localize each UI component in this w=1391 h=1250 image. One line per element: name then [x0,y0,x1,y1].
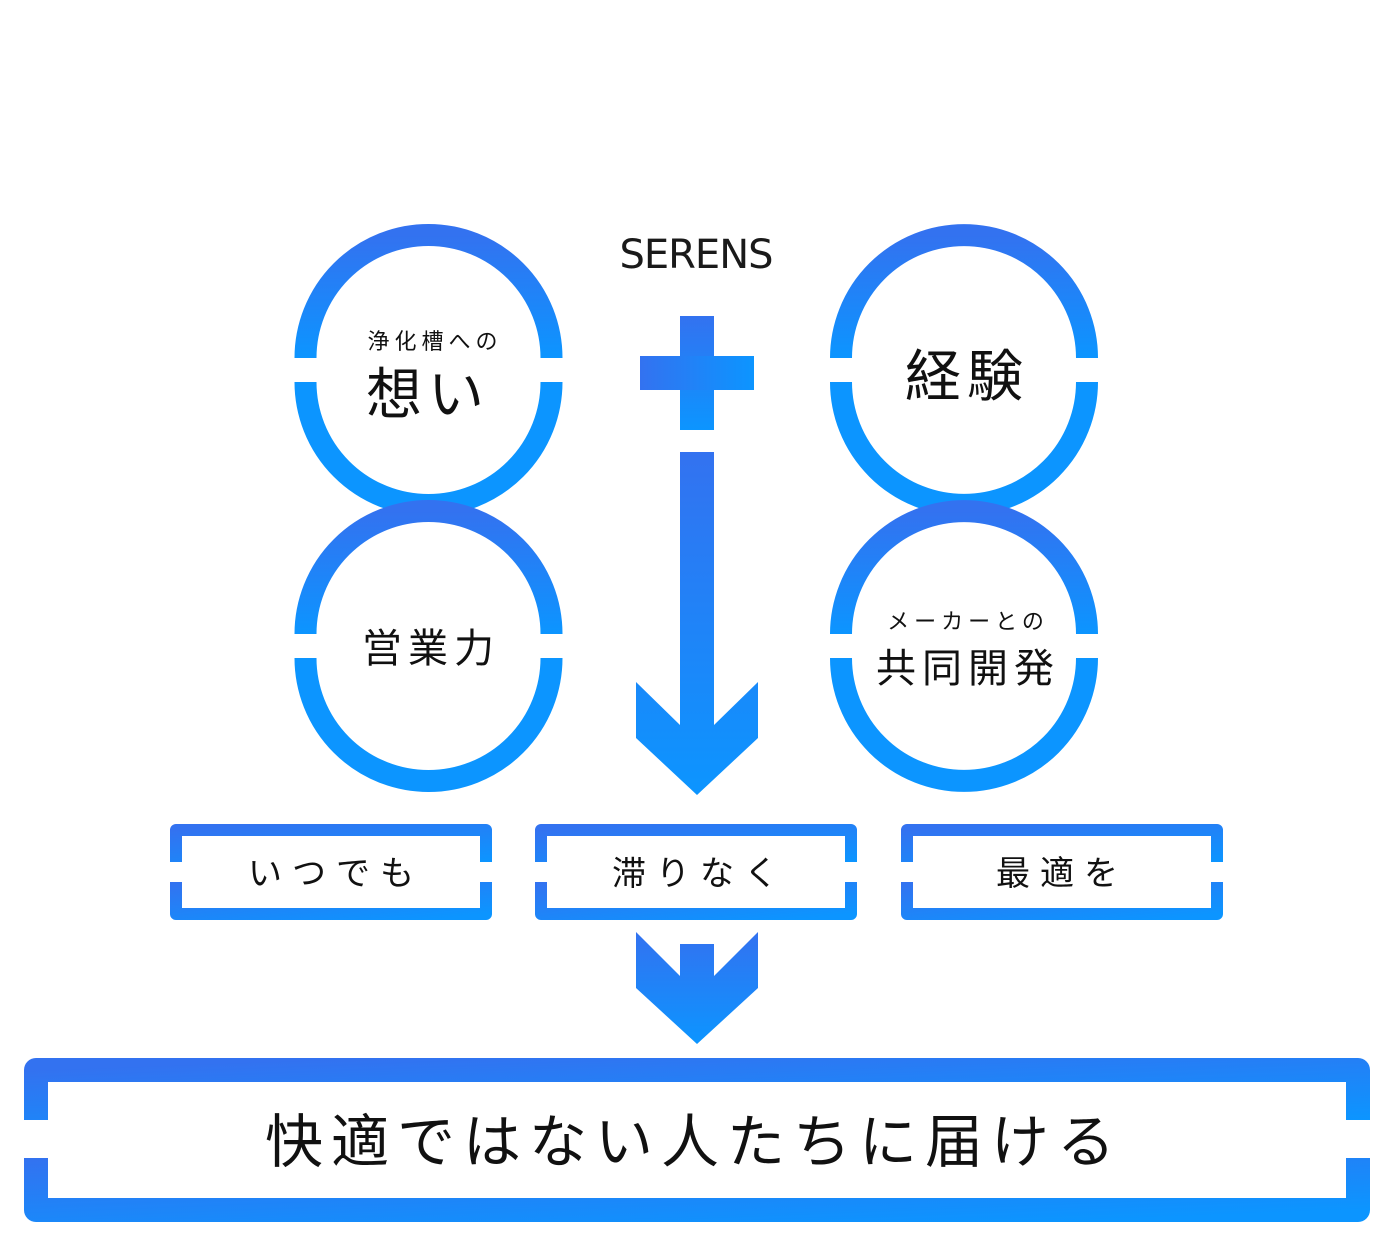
result-box: 快適ではない人たちに届ける [24,1058,1370,1222]
down-arrow-icon [636,452,758,795]
circle-joint-development: メーカーとの 共同開発 [830,500,1098,792]
quality-box-anytime: いつでも [170,824,492,920]
quality-box-optimal: 最適を [901,824,1223,920]
quality-label-optimal: 最適を [996,854,1128,894]
circle-joint-development-small-label: メーカーとの [887,610,1049,635]
quality-label-anytime: いつでも [248,854,424,894]
circle-experience: 経験 [830,224,1098,516]
circle-feelings: 浄化槽への 想い [294,224,563,516]
quality-box-smoothly: 滞りなく [535,824,857,920]
short-down-arrow-icon [636,932,758,1044]
circle-feelings-large-label: 想い [366,363,490,428]
brand-title: SERENS [619,232,772,278]
circle-experience-label: 経験 [905,345,1029,410]
circle-joint-development-large-label: 共同開発 [876,646,1060,692]
plus-icon [640,316,754,430]
circle-feelings-small-label: 浄化槽への [367,330,502,355]
result-label: 快適ではない人たちに届ける [265,1108,1123,1176]
circle-sales: 営業力 [294,500,563,792]
quality-label-smoothly: 滞りなく [612,854,788,894]
circle-sales-label: 営業力 [362,626,500,672]
